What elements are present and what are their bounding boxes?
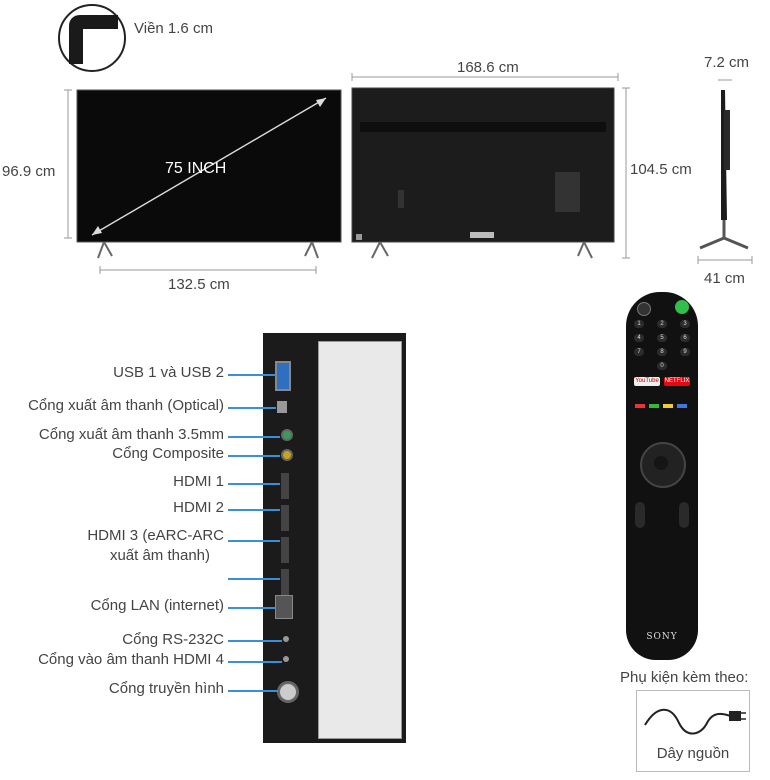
tv-front-view <box>64 89 342 274</box>
side-stand-depth-label: 41 cm <box>704 270 745 287</box>
rs232c-port <box>283 636 289 642</box>
front-stand-width-label: 132.5 cm <box>168 276 230 293</box>
port-label-rs232c: Cổng RS-232C <box>122 631 224 648</box>
hdmi-port-3 <box>281 537 289 563</box>
bezel-label: Viền 1.6 cm <box>134 20 213 37</box>
netflix-button: NETFLIX <box>664 377 690 386</box>
port-label-optical: Cổng xuất âm thanh (Optical) <box>28 397 224 414</box>
accessories-title: Phụ kiện kèm theo: <box>620 669 749 686</box>
port-label-hdmi-2: HDMI 2 <box>173 499 224 516</box>
composite-port <box>281 449 293 461</box>
back-width-label: 168.6 cm <box>454 59 522 76</box>
optical-port <box>277 401 287 413</box>
accessory-box: Dây nguồn <box>636 690 750 772</box>
power-cable-icon <box>644 708 746 735</box>
usb-port <box>275 361 291 391</box>
lan-port <box>275 595 293 619</box>
tv-side-view <box>697 79 753 264</box>
hdmi4-audio-port <box>283 656 289 662</box>
accessory-label: Dây nguồn <box>656 745 730 762</box>
youtube-button: YouTube <box>634 377 660 386</box>
remote-brand: SONY <box>646 632 678 642</box>
hdmi-port-1 <box>281 473 289 499</box>
port-label-hdmi-3-cont: xuất âm thanh) <box>109 547 210 564</box>
port-label-hdmi4-audio: Cổng vào âm thanh HDMI 4 <box>38 651 224 668</box>
audio-35-port <box>281 429 293 441</box>
power-icon <box>675 300 689 314</box>
tv-back-view <box>351 73 630 259</box>
port-label-usb: USB 1 và USB 2 <box>113 364 224 381</box>
front-diagonal-label: 75 INCH <box>165 160 227 177</box>
back-height-label: 104.5 cm <box>630 161 692 178</box>
port-label-hdmi-1: HDMI 1 <box>173 473 224 490</box>
port-label-antenna: Cổng truyền hình <box>108 680 224 697</box>
port-label-composite: Cổng Composite <box>112 445 224 462</box>
front-height-label: 96.9 cm <box>2 163 56 180</box>
antenna-port <box>277 681 299 703</box>
port-panel <box>263 333 406 743</box>
hdmi-port-2 <box>281 505 289 531</box>
mic-icon <box>637 302 651 316</box>
bezel-detail-illustration <box>58 4 126 72</box>
port-label-hdmi-3: HDMI 3 (eARC-ARC <box>87 527 224 544</box>
remote-control: 1 2 3 4 5 6 7 8 9 0 YouTube NETFLIX SONY <box>626 292 698 660</box>
port-label-audio-35: Cổng xuất âm thanh 3.5mm <box>38 426 224 443</box>
hdmi-port-4 <box>281 569 289 595</box>
side-depth-label: 7.2 cm <box>704 54 750 71</box>
port-label-lan: Cổng LAN (internet) <box>90 597 224 614</box>
